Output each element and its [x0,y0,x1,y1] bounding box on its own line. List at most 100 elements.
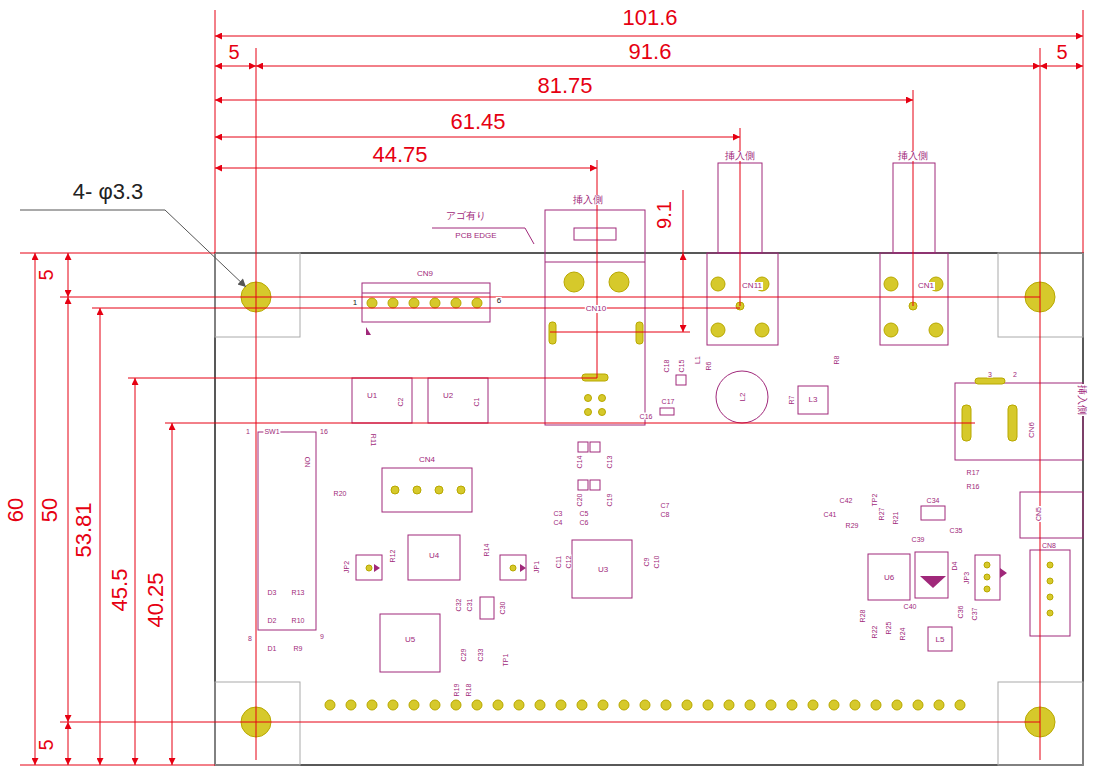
part-label: L5 [935,636,946,644]
dimension-text: 44.75 [371,144,428,166]
part-label: C14 [576,455,583,470]
part-label: R10 [291,617,306,624]
part-label: C9 [643,557,650,568]
part-label: 8 [247,635,253,642]
part-label: C31 [466,598,473,613]
dimension-text: 5 [36,268,56,281]
part-label: R29 [845,522,860,529]
header-pad [598,700,608,710]
header-pad [829,700,839,710]
header-pad [787,700,797,710]
dimension-text: 45.5 [109,568,131,613]
part-label: C16 [639,413,654,420]
header-pad [871,700,881,710]
part-label: 3 [987,371,993,378]
part-label: U4 [428,552,440,560]
header-pad [892,700,902,710]
part-label: C18 [663,359,670,374]
part-label: 挿入側 [724,151,756,161]
board-outline [215,253,1083,765]
part-label: CN10 [585,305,607,313]
part-label: C37 [971,607,978,622]
part-label: U1 [366,392,378,400]
header-pad [703,700,713,710]
part-label: C36 [957,605,964,620]
header-pad [535,700,545,710]
dimension-text: 5 [36,738,56,751]
part-label: R21 [892,511,899,526]
part-label: C20 [576,493,583,508]
part-label: アゴ有り [445,211,487,221]
dimension-text: 50 [39,497,61,523]
part-label: ON [304,456,311,469]
part-label: TP1 [502,653,509,668]
part-label: R9 [293,645,304,652]
header-pad [577,700,587,710]
part-label: CN6 [1028,421,1036,439]
dimension-text: 81.75 [536,75,593,97]
part-label: C42 [839,497,854,504]
header-pad [493,700,503,710]
extension-lines [20,10,1083,765]
header-pad [346,700,356,710]
part-label: C3 [553,510,564,517]
header-pad [619,700,629,710]
header-pad [367,700,377,710]
part-label: 1 [352,299,358,307]
part-label: U6 [883,574,895,582]
header-pad [850,700,860,710]
part-label: R12 [389,549,396,564]
dimension-text: 5 [1055,42,1068,62]
part-label: C10 [653,555,660,570]
part-label: CN8 [1041,542,1057,549]
part-label: C5 [579,510,590,517]
part-label: R16 [966,483,981,490]
connector-pads [366,272,1053,616]
part-label: CN11 [741,282,763,290]
header-pad [682,700,692,710]
header-pad [808,700,818,710]
part-label: D3 [267,589,278,596]
part-label: R14 [483,543,490,558]
component-outlines [258,163,1083,672]
part-label: CN1 [917,282,935,290]
part-label: C41 [823,511,838,518]
part-label: R20 [333,490,348,497]
part-label: U3 [597,566,609,574]
header-pads [325,700,965,710]
part-label: C19 [606,493,613,508]
part-label: C7 [660,502,671,509]
part-label: C12 [565,555,572,570]
hole-callout: 4- φ3.3 [72,181,145,203]
dimension-text: 53.81 [73,501,95,558]
part-label: R13 [291,589,306,596]
part-label: C29 [460,648,467,663]
part-label: C13 [606,455,613,470]
part-label: C4 [553,519,564,526]
part-label: U2 [442,392,454,400]
part-label: L1 [694,355,701,365]
part-label: C15 [678,359,685,374]
part-label: CN9 [416,270,434,278]
part-label: C8 [660,511,671,518]
part-label: C32 [455,598,462,613]
header-pad [913,700,923,710]
part-label: D2 [267,617,278,624]
part-label: L3 [808,396,819,404]
hole-leader [20,210,246,287]
part-label: R22 [871,625,878,640]
part-label: R7 [788,395,795,406]
part-label: R11 [370,433,377,447]
part-label: 2 [1012,371,1018,378]
part-label: R18 [465,683,472,698]
part-label: JP2 [343,560,350,574]
part-label: 16 [319,428,329,435]
header-pad [514,700,524,710]
part-label: C34 [926,497,941,504]
part-label: C40 [903,603,918,610]
part-label: CN5 [1035,506,1042,522]
header-pad [430,700,440,710]
dimension-text: 91.6 [628,41,673,63]
part-label: 6 [496,297,502,305]
part-label: R8 [833,355,840,366]
